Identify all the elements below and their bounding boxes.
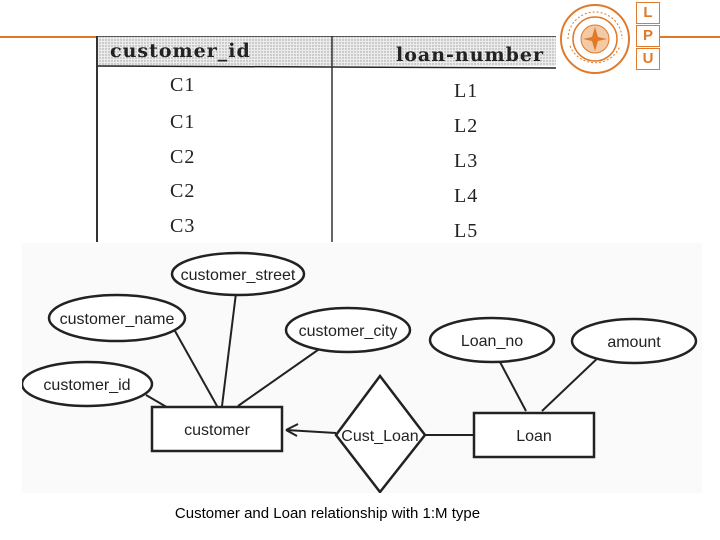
cell-customer-id: C2 (170, 146, 196, 168)
entity-customer: customer (150, 405, 284, 453)
entity-label: Loan (516, 428, 552, 445)
logo-letter-l: L (636, 2, 660, 24)
cell-customer-id: C2 (170, 180, 196, 202)
attribute-label: customer_name (60, 311, 175, 328)
er-diagram: customer_street customer_name customer_c… (22, 243, 702, 493)
attribute-customer-city: customer_city (284, 306, 412, 354)
logo-letter-p: P (636, 25, 660, 47)
entity-label: customer (184, 422, 250, 439)
attribute-label: customer_id (43, 377, 130, 394)
header-rule-left (0, 36, 96, 38)
attribute-label: customer_street (181, 267, 296, 284)
attribute-amount: amount (570, 317, 698, 365)
entity-loan: Loan (472, 411, 596, 459)
cell-loan-number: L4 (454, 185, 479, 207)
connector-line (174, 330, 218, 407)
attribute-customer-id: customer_id (22, 360, 154, 408)
header-customer-id: customer_id (110, 40, 251, 62)
connector-line (285, 429, 337, 434)
cell-loan-number: L3 (454, 150, 479, 172)
connector-line (541, 353, 603, 412)
attribute-label: customer_city (299, 323, 398, 340)
cell-customer-id: C1 (170, 111, 196, 133)
relationship-cust-loan: Cust_Loan (334, 373, 427, 493)
connector-line (221, 284, 238, 407)
attribute-loan-no: Loan_no (428, 316, 556, 364)
logo-letter-u: U (636, 48, 660, 70)
connector-line (237, 344, 326, 407)
header-rule-right (660, 36, 720, 38)
cell-loan-number: L1 (454, 80, 479, 102)
table-grid (96, 36, 556, 242)
connector-line (499, 361, 527, 412)
cell-customer-id: C3 (170, 215, 196, 237)
arrowhead-icon (285, 423, 299, 437)
cell-loan-number: L5 (454, 220, 479, 242)
university-seal-logo (560, 4, 630, 74)
slide-caption: Customer and Loan relationship with 1:M … (174, 505, 481, 522)
customer-loan-table: customer_id loan-number C1 L1 C1 L2 C2 L… (96, 36, 556, 242)
attribute-customer-street: customer_street (170, 251, 306, 297)
attribute-label: amount (607, 334, 661, 351)
cell-customer-id: C1 (170, 74, 196, 96)
cell-loan-number: L2 (454, 115, 479, 137)
attribute-customer-name: customer_name (47, 293, 187, 343)
relationship-label: Cust_Loan (341, 428, 418, 445)
attribute-label: Loan_no (461, 333, 523, 350)
header-loan-number: loan-number (396, 44, 545, 66)
